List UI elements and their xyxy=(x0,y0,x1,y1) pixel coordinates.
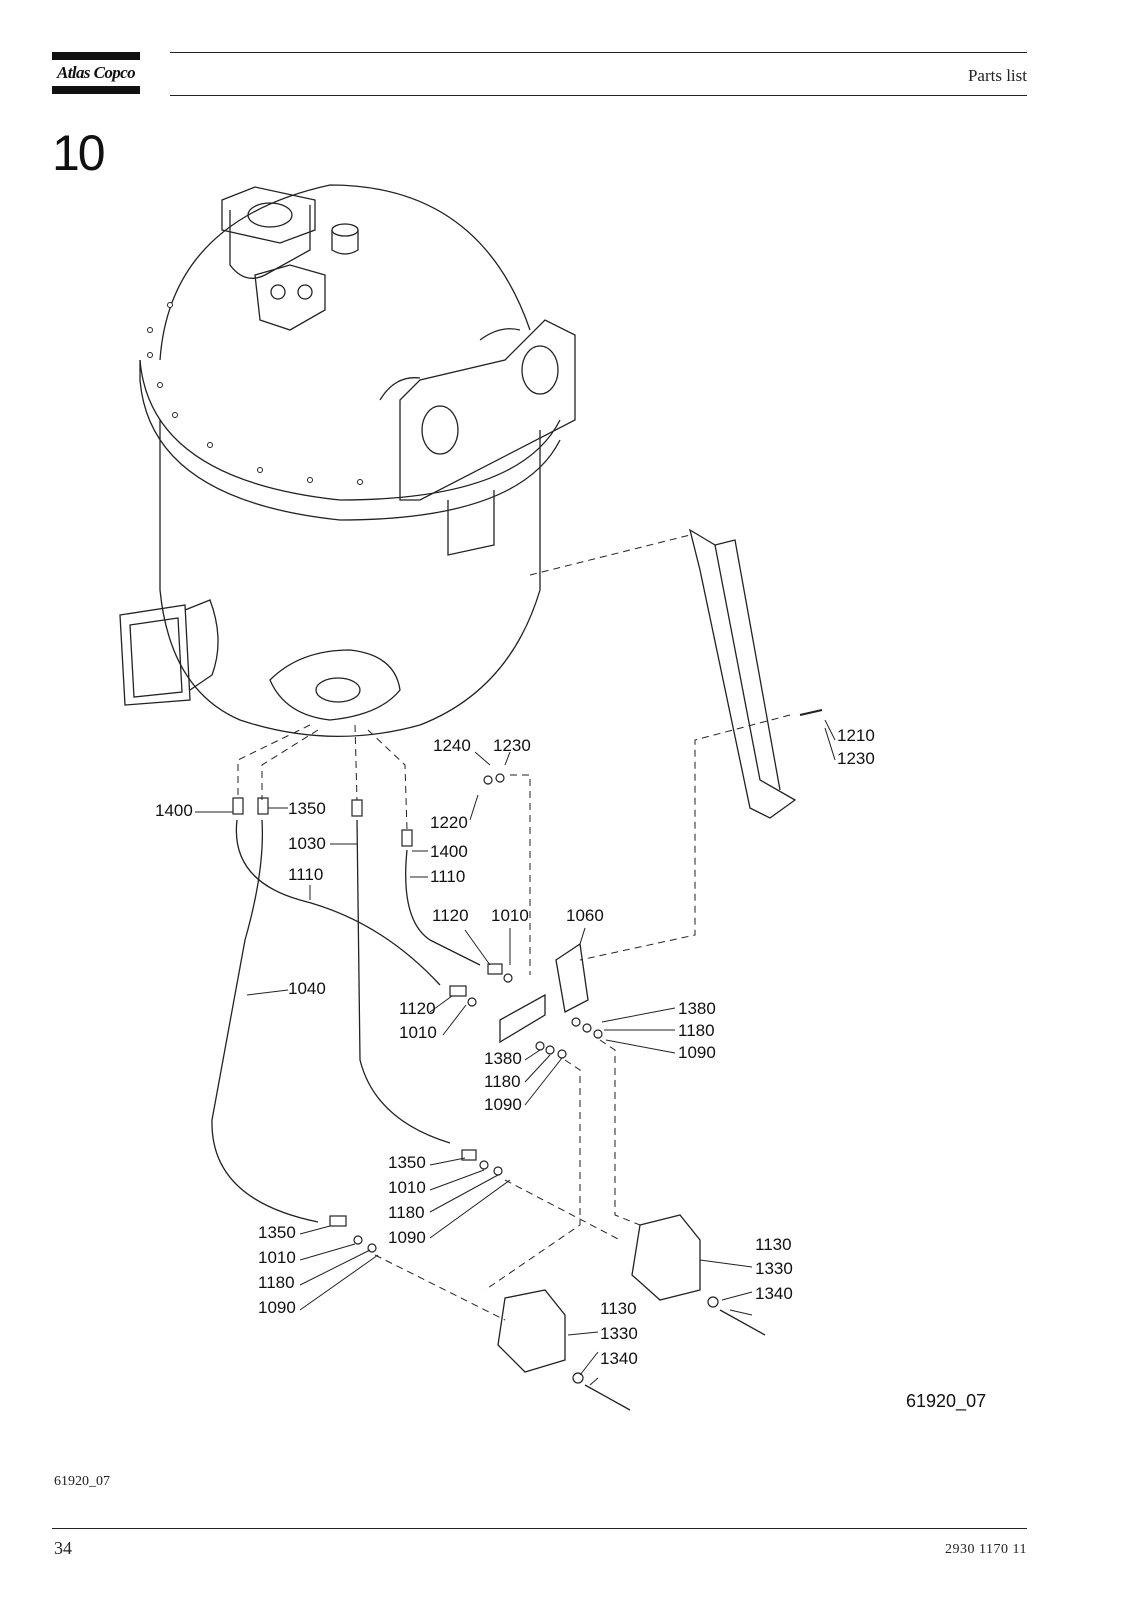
tube-1110-left xyxy=(235,819,441,986)
logo-bottom-bar xyxy=(52,86,140,94)
callout-1030: 1030 xyxy=(288,834,326,853)
callout-1210: 1210 xyxy=(837,726,875,745)
callout-1350-top: 1350 xyxy=(288,799,326,818)
callout-1340-lower: 1340 xyxy=(600,1349,638,1368)
callout-1350-bottom: 1350 xyxy=(258,1223,296,1242)
callout-1090-lower: 1090 xyxy=(388,1228,426,1247)
left-inlet-flange xyxy=(119,604,191,706)
callout-1110-right: 1110 xyxy=(430,867,465,886)
side-block xyxy=(254,264,326,331)
callout-1340-upper: 1340 xyxy=(755,1284,793,1303)
callout-1380-right: 1380 xyxy=(678,999,716,1018)
callout-1180-right: 1180 xyxy=(678,1021,715,1040)
callout-1400-right: 1400 xyxy=(430,842,468,861)
callout-1130-lower: 1130 xyxy=(600,1299,637,1318)
footer-figure-code: 61920_07 xyxy=(54,1474,110,1489)
callout-1090-mid: 1090 xyxy=(484,1095,522,1114)
tube-1040 xyxy=(211,819,319,1223)
callout-1060: 1060 xyxy=(566,906,604,925)
logo-top-bar xyxy=(52,52,140,60)
bottom-outlet-plate xyxy=(269,649,401,721)
callout-1090-bottom: 1090 xyxy=(258,1298,296,1317)
callout-1040: 1040 xyxy=(288,979,326,998)
callout-1240-top: 1240 xyxy=(433,736,471,755)
callout-1330-lower: 1330 xyxy=(600,1324,638,1343)
callout-1010-mid: 1010 xyxy=(399,1023,437,1042)
footer-rule xyxy=(52,1528,1027,1529)
callout-1120-mid: 1120 xyxy=(399,999,436,1018)
callout-1010-bottom: 1010 xyxy=(258,1248,296,1267)
top-outlet-flange xyxy=(221,186,316,244)
tube-1030 xyxy=(356,819,451,1144)
callout-1330-upper: 1330 xyxy=(755,1259,793,1278)
callout-1010-top: 1010 xyxy=(491,906,529,925)
drawing-figure-ref: 61920_07 xyxy=(906,1391,986,1412)
vessel-body xyxy=(159,420,541,737)
vessel-dome xyxy=(159,184,531,361)
junction-plate xyxy=(499,993,546,1044)
callout-1180-mid: 1180 xyxy=(484,1072,521,1091)
bracket-plate xyxy=(447,490,495,556)
document-number: 2930 1170 11 xyxy=(945,1542,1027,1557)
callout-1380-mid: 1380 xyxy=(484,1049,522,1068)
callout-1130-upper: 1130 xyxy=(755,1235,792,1254)
atlas-copco-logo: Atlas Copco xyxy=(52,52,140,94)
logo-text: Atlas Copco xyxy=(57,63,136,82)
callout-1090-right: 1090 xyxy=(678,1043,716,1062)
right-outlet-flange xyxy=(399,319,576,501)
callout-1180-lower: 1180 xyxy=(388,1203,425,1222)
callout-1350-mid: 1350 xyxy=(388,1153,426,1172)
callout-1220: 1220 xyxy=(430,813,468,832)
callout-1120-top: 1120 xyxy=(432,906,469,925)
mounting-bracket xyxy=(688,528,797,819)
callout-1010-lower: 1010 xyxy=(388,1178,426,1197)
header-title: Parts list xyxy=(967,66,1027,85)
drain-valve-lower xyxy=(497,1289,566,1373)
tube-1110-right xyxy=(405,849,481,966)
callout-1230-right: 1230 xyxy=(837,749,875,768)
header-bottom-rule xyxy=(170,95,1027,96)
callout-1110-left: 1110 xyxy=(288,865,323,884)
page-number: 34 xyxy=(54,1538,72,1558)
header-top-rule xyxy=(170,52,1027,53)
callout-1230-top: 1230 xyxy=(493,736,531,755)
callout-1180-bottom: 1180 xyxy=(258,1273,295,1292)
callout-1400-left: 1400 xyxy=(155,801,193,820)
section-number: 10 xyxy=(52,125,106,181)
drain-valve-upper xyxy=(631,1214,701,1301)
